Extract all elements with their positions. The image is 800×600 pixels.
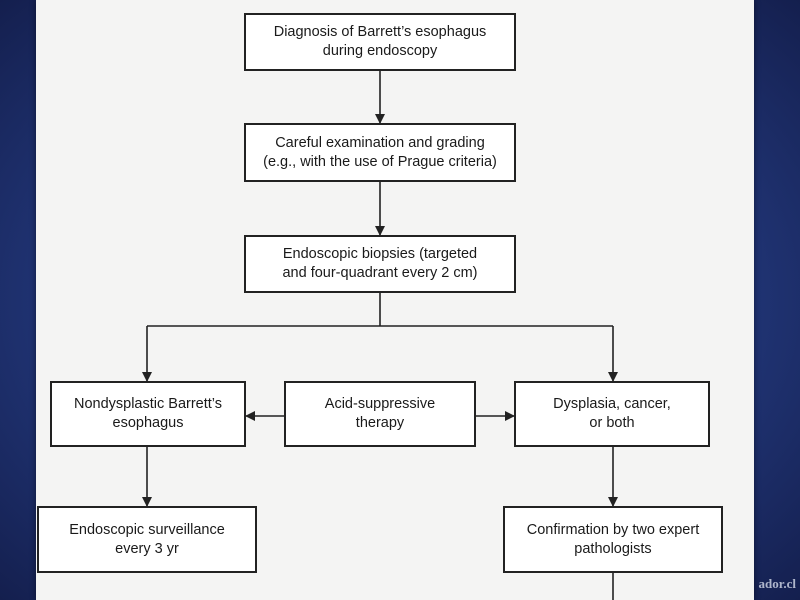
- node-examination-text: Careful examination and grading (e.g., w…: [263, 134, 497, 170]
- node-diagnosis-text: Diagnosis of Barrett’s esophagus during …: [273, 24, 487, 59]
- node-nondysplastic: Nondysplastic Barrett’s esophagus: [50, 381, 246, 447]
- node-biopsies: Endoscopic biopsies (targeted and four-q…: [244, 235, 516, 293]
- node-confirmation: Confirmation by two expert pathologists: [503, 506, 723, 573]
- slide-panel: [36, 0, 754, 600]
- node-biopsies-text: Endoscopic biopsies (targeted and four-q…: [282, 246, 478, 281]
- watermark-text: ador.cl: [758, 576, 796, 591]
- node-examination: Careful examination and grading (e.g., w…: [244, 123, 516, 182]
- node-dysplasia: Dysplasia, cancer, or both: [514, 381, 710, 447]
- node-surveillance-text: Endoscopic surveillance every 3 yr: [69, 521, 225, 557]
- node-dysplasia-text: Dysplasia, cancer, or both: [553, 396, 671, 431]
- node-acid-suppressive: Acid-suppressive therapy: [284, 381, 476, 447]
- node-surveillance: Endoscopic surveillance every 3 yr: [37, 506, 257, 573]
- node-diagnosis: Diagnosis of Barrett’s esophagus during …: [244, 13, 516, 71]
- node-nondysplastic-text: Nondysplastic Barrett’s esophagus: [73, 396, 223, 431]
- node-confirmation-text: Confirmation by two expert pathologists: [526, 521, 700, 557]
- node-acid-suppressive-text: Acid-suppressive therapy: [324, 396, 436, 431]
